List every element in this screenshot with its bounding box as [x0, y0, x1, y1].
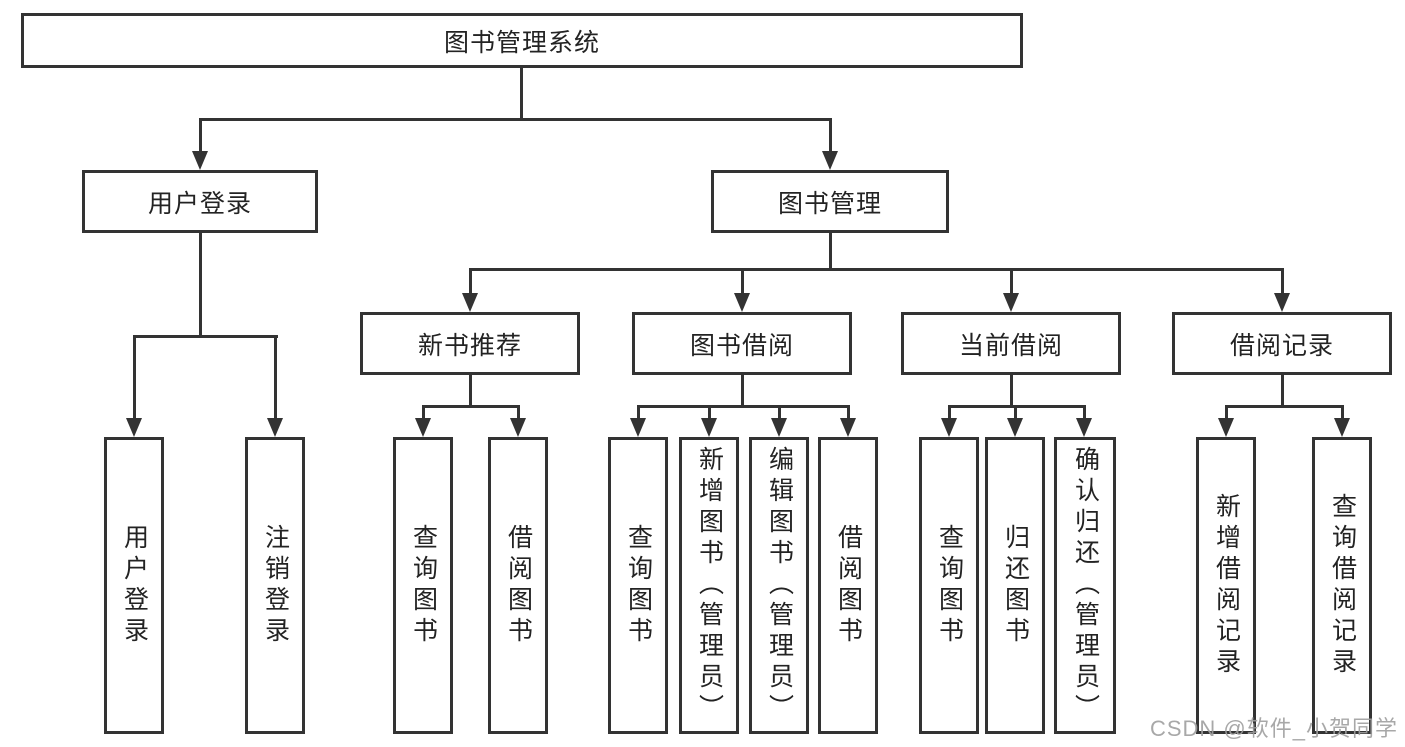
- connector-line: [846, 405, 850, 420]
- connector-line: [1224, 405, 1228, 420]
- connector-line: [468, 375, 472, 407]
- arrowhead-down-icon: [415, 418, 431, 437]
- connector-line: [468, 268, 472, 295]
- leaf-borrow-books-recommend-label: 借阅图书: [504, 523, 533, 648]
- leaf-query-books-recommend-label: 查询图书: [409, 523, 438, 648]
- arrowhead-down-icon: [192, 151, 208, 170]
- arrowhead-down-icon: [462, 293, 478, 312]
- leaf-query-books-borrow: 查询图书: [608, 437, 668, 734]
- leaf-borrow-books-label: 借阅图书: [834, 523, 863, 648]
- connector-line: [740, 268, 744, 295]
- leaf-query-books-borrow-label: 查询图书: [624, 523, 653, 648]
- leaf-edit-book-admin: 编辑图书（管理员）: [749, 437, 809, 734]
- connector-line: [1009, 375, 1013, 407]
- connector-line: [947, 405, 1086, 408]
- node-new-book-recommend-label: 新书推荐: [417, 331, 522, 360]
- arrowhead-down-icon: [1334, 418, 1350, 437]
- leaf-return-book: 归还图书: [985, 437, 1045, 734]
- leaf-logout: 注销登录: [245, 437, 305, 734]
- connector-line: [421, 405, 520, 408]
- leaf-query-books-recommend: 查询图书: [393, 437, 453, 734]
- leaf-add-book-admin-label: 新增图书（管理员）: [695, 446, 724, 725]
- leaf-query-books-current: 查询图书: [919, 437, 979, 734]
- arrowhead-down-icon: [941, 418, 957, 437]
- connector-line: [636, 405, 640, 420]
- connector-line: [198, 118, 832, 121]
- node-borrow-records-label: 借阅记录: [1229, 331, 1334, 360]
- node-book-management-label: 图书管理: [777, 189, 882, 218]
- connector-line: [273, 335, 277, 420]
- connector-line: [198, 118, 202, 152]
- leaf-edit-book-admin-label: 编辑图书（管理员）: [765, 446, 794, 725]
- connector-line: [468, 268, 1284, 271]
- leaf-add-borrow-record-label: 新增借阅记录: [1212, 492, 1241, 679]
- node-library-system: 图书管理系统: [21, 13, 1023, 68]
- leaf-confirm-return-admin-label: 确认归还（管理员）: [1071, 446, 1100, 725]
- arrowhead-down-icon: [1274, 293, 1290, 312]
- node-book-management: 图书管理: [711, 170, 949, 233]
- connector-line: [636, 405, 850, 408]
- node-book-borrow-label: 图书借阅: [689, 331, 794, 360]
- connector-line: [1280, 375, 1284, 407]
- node-book-borrow: 图书借阅: [632, 312, 852, 375]
- leaf-logout-label: 注销登录: [261, 523, 290, 648]
- arrowhead-down-icon: [771, 418, 787, 437]
- leaf-query-borrow-record-label: 查询借阅记录: [1328, 492, 1357, 679]
- node-library-system-label: 图书管理系统: [443, 28, 600, 57]
- connector-line: [828, 118, 832, 152]
- arrowhead-down-icon: [734, 293, 750, 312]
- node-current-borrow: 当前借阅: [901, 312, 1121, 375]
- arrowhead-down-icon: [267, 418, 283, 437]
- arrowhead-down-icon: [126, 418, 142, 437]
- connector-line: [516, 405, 520, 420]
- arrowhead-down-icon: [840, 418, 856, 437]
- connector-line: [740, 375, 744, 407]
- leaf-confirm-return-admin: 确认归还（管理员）: [1054, 437, 1116, 734]
- leaf-user-login: 用户登录: [104, 437, 164, 734]
- connector-line: [519, 68, 523, 118]
- leaf-query-books-current-label: 查询图书: [935, 523, 964, 648]
- connector-line: [1280, 268, 1284, 295]
- node-borrow-records: 借阅记录: [1172, 312, 1392, 375]
- connector-line: [198, 233, 202, 335]
- node-user-login: 用户登录: [82, 170, 318, 233]
- arrowhead-down-icon: [510, 418, 526, 437]
- leaf-user-login-label: 用户登录: [120, 523, 149, 648]
- connector-line: [421, 405, 425, 420]
- node-new-book-recommend: 新书推荐: [360, 312, 580, 375]
- leaf-add-borrow-record: 新增借阅记录: [1196, 437, 1256, 734]
- connector-line: [132, 335, 136, 420]
- connector-line: [132, 335, 278, 338]
- connector-line: [828, 233, 832, 270]
- connector-line: [1340, 405, 1344, 420]
- node-current-borrow-label: 当前借阅: [958, 331, 1063, 360]
- arrowhead-down-icon: [1003, 293, 1019, 312]
- connector-line: [707, 405, 711, 420]
- leaf-query-borrow-record: 查询借阅记录: [1312, 437, 1372, 734]
- leaf-borrow-books: 借阅图书: [818, 437, 878, 734]
- connector-line: [947, 405, 951, 420]
- leaf-return-book-label: 归还图书: [1001, 523, 1030, 648]
- watermark: CSDN @软件_小贺同学: [1149, 716, 1398, 741]
- connector-line: [1082, 405, 1086, 420]
- connector-line: [1009, 268, 1013, 295]
- arrowhead-down-icon: [1076, 418, 1092, 437]
- arrowhead-down-icon: [630, 418, 646, 437]
- connector-line: [1224, 405, 1344, 408]
- connector-line: [777, 405, 781, 420]
- connector-line: [1013, 405, 1017, 420]
- arrowhead-down-icon: [822, 151, 838, 170]
- node-user-login-label: 用户登录: [147, 189, 252, 218]
- arrowhead-down-icon: [701, 418, 717, 437]
- arrowhead-down-icon: [1218, 418, 1234, 437]
- arrowhead-down-icon: [1007, 418, 1023, 437]
- leaf-borrow-books-recommend: 借阅图书: [488, 437, 548, 734]
- leaf-add-book-admin: 新增图书（管理员）: [679, 437, 739, 734]
